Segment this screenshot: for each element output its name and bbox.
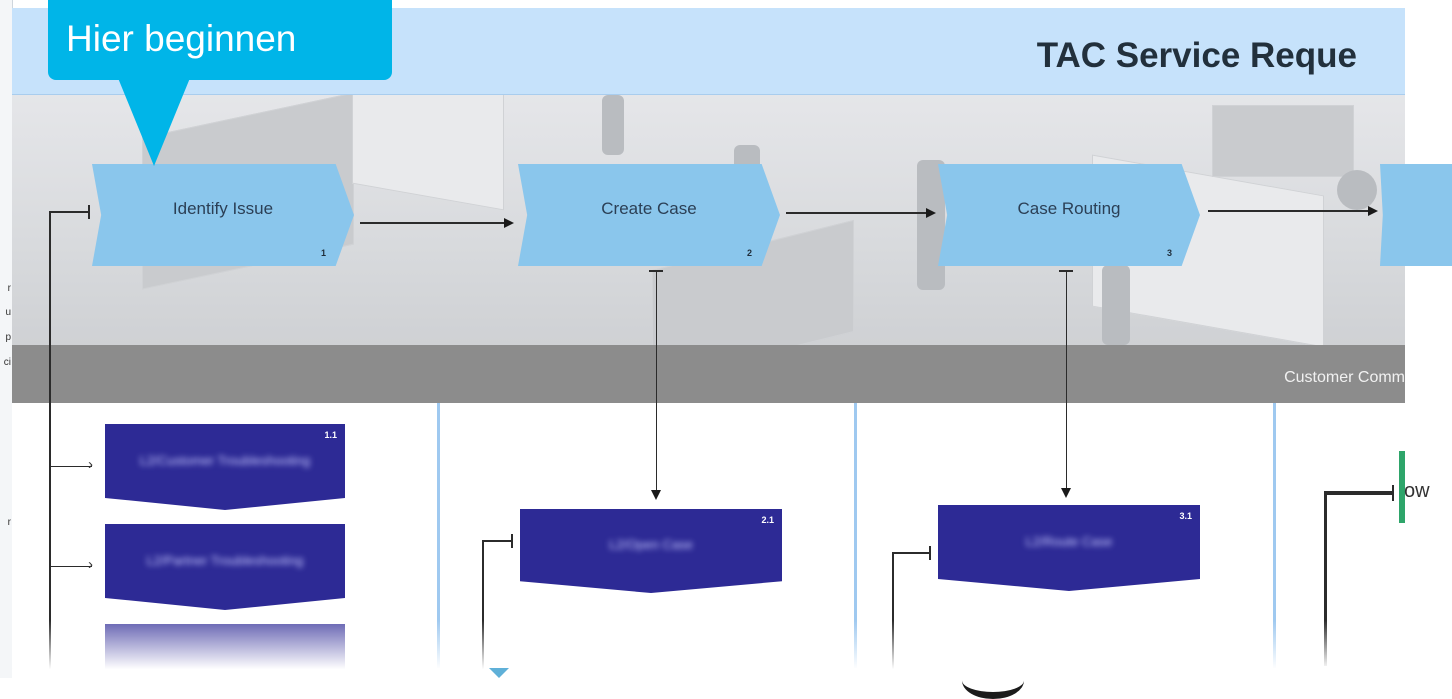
connector-tick [1392,485,1394,501]
step-label: Identify Issue [172,199,274,218]
substep-label-blurred: L2/Open Case [609,536,693,552]
connector-tick [929,546,931,560]
step-label: Create Case [601,199,697,218]
scene-person [917,160,945,290]
step-number: 2 [746,248,752,258]
left-text-fragment: p [5,332,11,343]
substep-number: 2.1 [761,515,774,525]
connector-line [892,552,894,670]
substep-number: 3.1 [1179,511,1192,521]
connector-line [360,222,506,224]
substep-label-blurred: L2/Partner Troubleshooting [146,552,304,568]
arrow-head [651,490,661,500]
left-text-fragment: ci [3,357,11,368]
scene-person [1102,265,1130,345]
scroll-indicator-triangle [489,668,509,678]
right-text-fragment: ow [1404,480,1430,502]
curved-mark [962,662,1024,699]
left-text-fragment: r [7,283,11,294]
subprocess-box[interactable]: 3.1 L2/Route Case [938,505,1200,591]
scene-block [1212,105,1354,177]
lane-header: Customer Comm [12,345,1405,403]
connector-line [1324,491,1394,495]
connector-line [50,466,92,467]
subprocess-box[interactable]: L2/Partner Troubleshooting [105,524,345,610]
subprocess-box[interactable] [105,624,345,678]
arrow-head: › [88,456,93,473]
step-number: 1 [320,248,326,258]
lane-divider [1273,403,1276,668]
step-label: Case Routing [1017,199,1121,218]
connector-line [892,552,930,554]
left-text-fragment: r [7,517,11,528]
process-step-create-case[interactable]: Create Case 2 [518,164,780,266]
left-text-fragment: u [5,307,11,318]
subprocess-box[interactable]: 1.1 L2/Customer Troubleshooting [105,424,345,510]
step-number: 3 [1166,248,1172,258]
connector-line [1324,491,1327,666]
lane-divider [854,403,857,668]
arrow-head: › [88,556,93,573]
green-marker [1399,451,1405,523]
start-here-callout[interactable] [48,0,392,80]
scene-person [602,95,624,155]
scene-block [352,95,504,211]
connector-line [50,566,92,567]
lane-label: Customer Comm [1284,369,1405,386]
lane-divider [437,403,440,668]
subprocess-box[interactable]: 2.1 L2/Open Case [520,509,782,593]
connector-line [1066,270,1067,494]
arrow-head [1061,488,1071,498]
page-title: TAC Service Reque [1036,36,1357,75]
connector-line [482,540,512,542]
connector-line [49,211,89,213]
process-step-identify-issue[interactable]: Identify Issue 1 [92,164,354,266]
arrow-head [1368,206,1378,216]
connector-line [49,211,51,671]
connector-line [656,270,657,496]
substep-label-blurred: L2/Customer Troubleshooting [139,452,311,468]
arrow-head [504,218,514,228]
connector-tick [511,534,513,548]
connector-tick [88,205,90,219]
callout-text: Hier beginnen [66,18,297,59]
arrow-head [926,208,936,218]
process-step-case-routing[interactable]: Case Routing 3 [938,164,1200,266]
connector-line [482,540,484,670]
callout-pointer [118,78,190,166]
connector-line [1208,210,1368,212]
connector-line [786,212,926,214]
process-step-4-partial[interactable] [1380,164,1452,266]
substep-label-blurred: L2/Route Case [1025,533,1113,549]
scene-person [1337,170,1377,210]
substep-number: 1.1 [324,430,337,440]
